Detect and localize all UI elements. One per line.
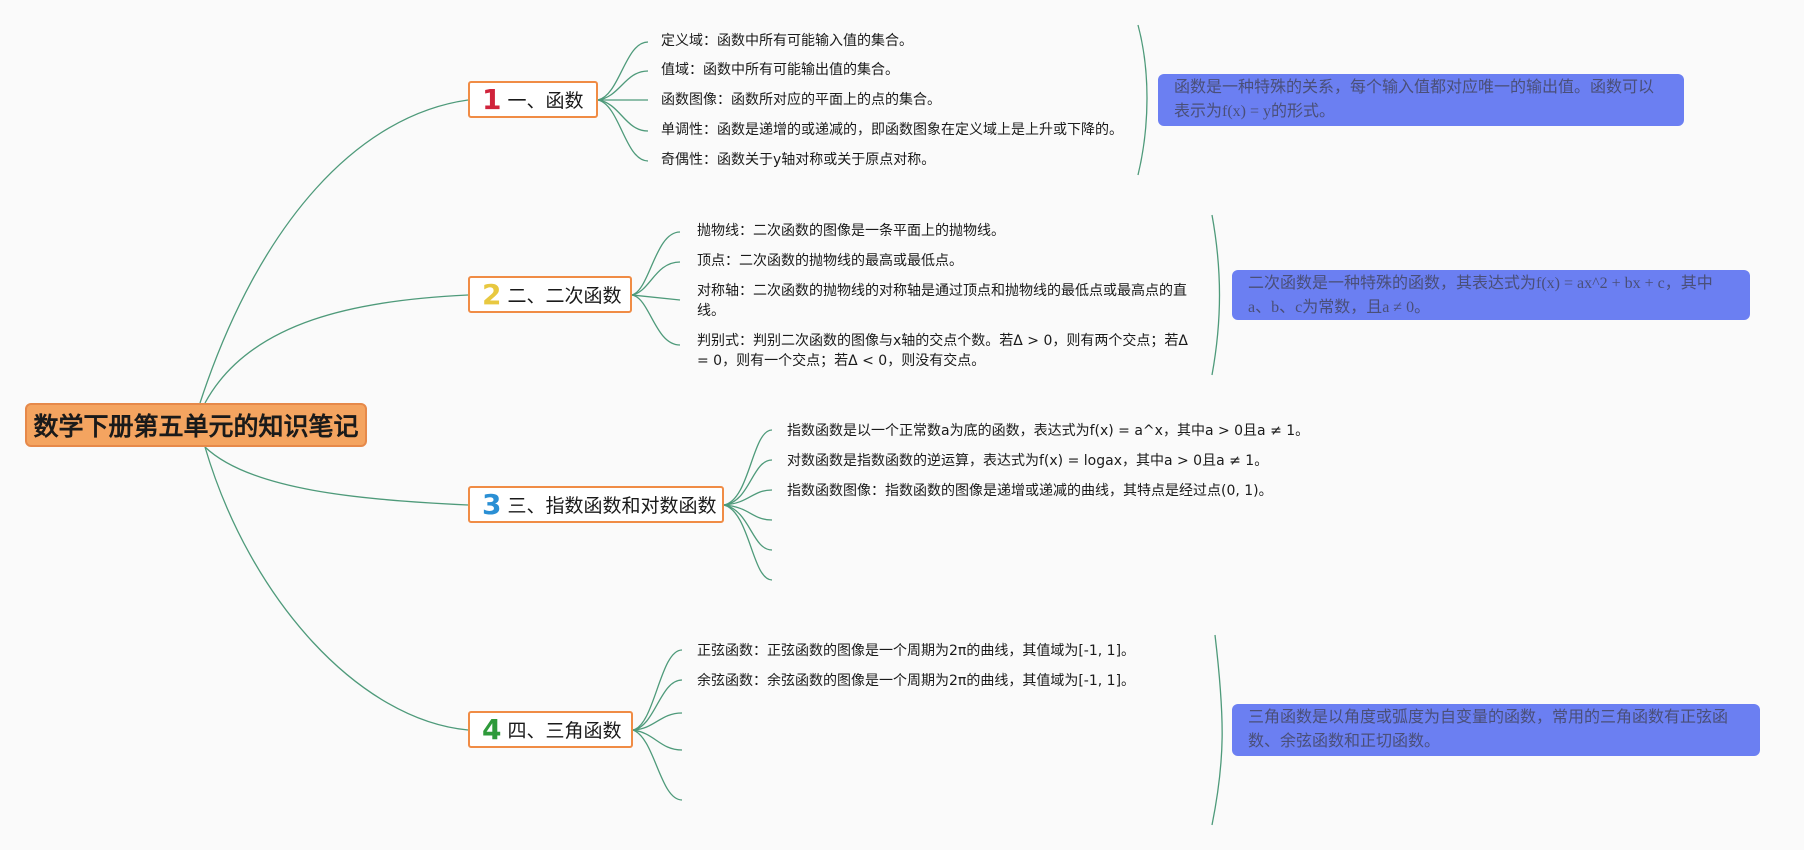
branch-title: 三、指数函数和对数函数 xyxy=(507,495,717,517)
branch-topic-1[interactable]: 1 一、函数 xyxy=(468,81,598,118)
leaf-4-2[interactable]: 余弦函数：余弦函数的图像是一个周期为2π的曲线，其值域为[-1, 1]。 xyxy=(697,673,1136,689)
branch-topic-3[interactable]: 3 三、指数函数和对数函数 xyxy=(468,486,724,523)
leaf-1-1[interactable]: 定义域：函数中所有可能输入值的集合。 xyxy=(661,33,913,49)
link-root-branch-4 xyxy=(204,446,469,731)
leaf-2-4[interactable]: 判别式：判别二次函数的图像与x轴的交点个数。若Δ > 0，则有两个交点；若Δ =… xyxy=(697,333,1188,369)
number-icon-2: 2 xyxy=(482,278,502,311)
link-root-branch-3 xyxy=(204,446,469,506)
number-icon-3: 3 xyxy=(482,488,502,521)
leaf-4-1[interactable]: 正弦函数：正弦函数的图像是一个周期为2π的曲线，其值域为[-1, 1]。 xyxy=(697,643,1136,659)
leaf-3-3[interactable]: 指数函数图像：指数函数的图像是递增或递减的曲线，其特点是经过点(0, 1)。 xyxy=(787,483,1273,499)
link-root-branch-1 xyxy=(199,99,469,404)
leaf-3-1[interactable]: 指数函数是以一个正常数a为底的函数，表达式为f(x) = a^x，其中a > 0… xyxy=(787,423,1310,439)
leaf-3-2[interactable]: 对数函数是指数函数的逆运算，表达式为f(x) = logax，其中a > 0且a… xyxy=(787,453,1269,469)
branch-topic-2[interactable]: 2 二、二次函数 xyxy=(468,276,632,313)
summary-2[interactable]: 二次函数是一种特殊的函数，其表达式为f(x) = ax^2 + bx + c，其… xyxy=(1232,270,1750,320)
branch-topic-4[interactable]: 4 四、三角函数 xyxy=(468,711,633,748)
branch-title: 一、函数 xyxy=(507,90,584,112)
leaf-2-3[interactable]: 对称轴：二次函数的抛物线的对称轴是通过顶点和抛物线的最低点或最高点的直线。 xyxy=(697,283,1187,319)
root-topic[interactable]: 数学下册第五单元的知识笔记 xyxy=(25,403,367,447)
link-root-branch-2 xyxy=(204,294,469,404)
leaf-2-1[interactable]: 抛物线：二次函数的图像是一条平面上的抛物线。 xyxy=(697,223,1005,239)
number-icon-4: 4 xyxy=(482,713,502,746)
leaf-1-2[interactable]: 值域：函数中所有可能输出值的集合。 xyxy=(661,62,899,78)
number-icon-1: 1 xyxy=(482,83,502,116)
branch-title: 二、二次函数 xyxy=(507,285,622,307)
leaf-1-5[interactable]: 奇偶性：函数关于y轴对称或关于原点对称。 xyxy=(661,152,936,168)
leaf-1-4[interactable]: 单调性：函数是递增的或递减的，即函数图象在定义域上是上升或下降的。 xyxy=(661,122,1123,138)
leaf-2-2[interactable]: 顶点：二次函数的抛物线的最高或最低点。 xyxy=(697,253,963,269)
branch-title: 四、三角函数 xyxy=(507,720,622,742)
summary-1[interactable]: 函数是一种特殊的关系，每个输入值都对应唯一的输出值。函数可以表示为f(x) = … xyxy=(1158,74,1684,126)
leaf-1-3[interactable]: 函数图像：函数所对应的平面上的点的集合。 xyxy=(661,92,941,108)
summary-4[interactable]: 三角函数是以角度或弧度为自变量的函数，常用的三角函数有正弦函数、余弦函数和正切函… xyxy=(1232,704,1760,756)
